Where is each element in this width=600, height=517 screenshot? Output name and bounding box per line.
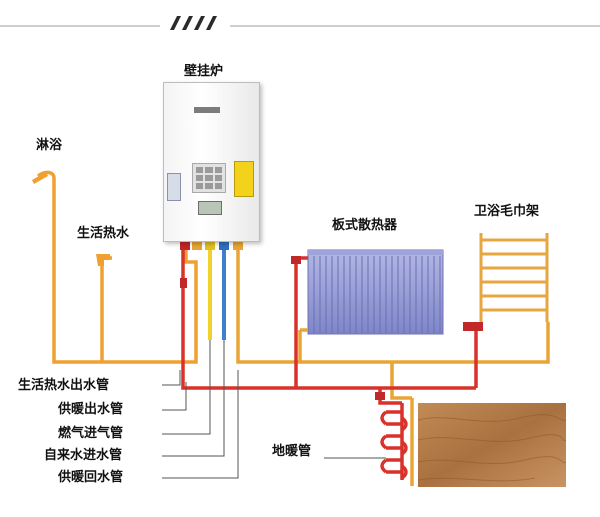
label-shower: 淋浴	[36, 138, 63, 153]
label-panel-radiator: 板式散热器	[332, 218, 398, 233]
legend-leaders	[162, 340, 386, 479]
supply-valve-left	[180, 278, 187, 288]
label-boiler: 壁挂炉	[184, 64, 224, 79]
label-floor-heating: 地暖管	[272, 444, 312, 459]
boiler-fittings	[180, 240, 243, 250]
legend-gas-inlet: 燃气进气管	[58, 426, 124, 441]
header-decoration	[0, 16, 600, 30]
legend-cold-water-inlet: 自来水进水管	[44, 448, 123, 463]
panel-radiator	[307, 249, 444, 335]
wall-hung-boiler	[163, 82, 260, 242]
legend-heating-return: 供暖回水管	[58, 470, 124, 485]
radiator-valve	[291, 256, 301, 264]
boiler-screen	[198, 201, 222, 215]
boiler-info-sticker	[167, 173, 181, 201]
pipe-heating-return	[236, 244, 550, 486]
legend-heating-supply: 供暖出水管	[58, 402, 124, 417]
faucet-icon	[96, 254, 110, 266]
wood-grain	[417, 414, 567, 482]
wood-floor-panel	[418, 403, 566, 487]
towel-rack	[479, 233, 549, 322]
shower-head-icon	[32, 172, 48, 184]
boiler-brand-plate	[194, 107, 220, 113]
boiler-display-panel	[192, 163, 226, 193]
boiler-warning-label	[234, 161, 254, 197]
towel-rack-valve	[463, 322, 483, 331]
floor-valve	[375, 392, 385, 400]
label-towel-rack: 卫浴毛巾架	[474, 204, 540, 219]
label-domestic-hot-water: 生活热水	[77, 226, 130, 241]
legend-domestic-hot-water-outlet: 生活热水出水管	[18, 378, 110, 393]
